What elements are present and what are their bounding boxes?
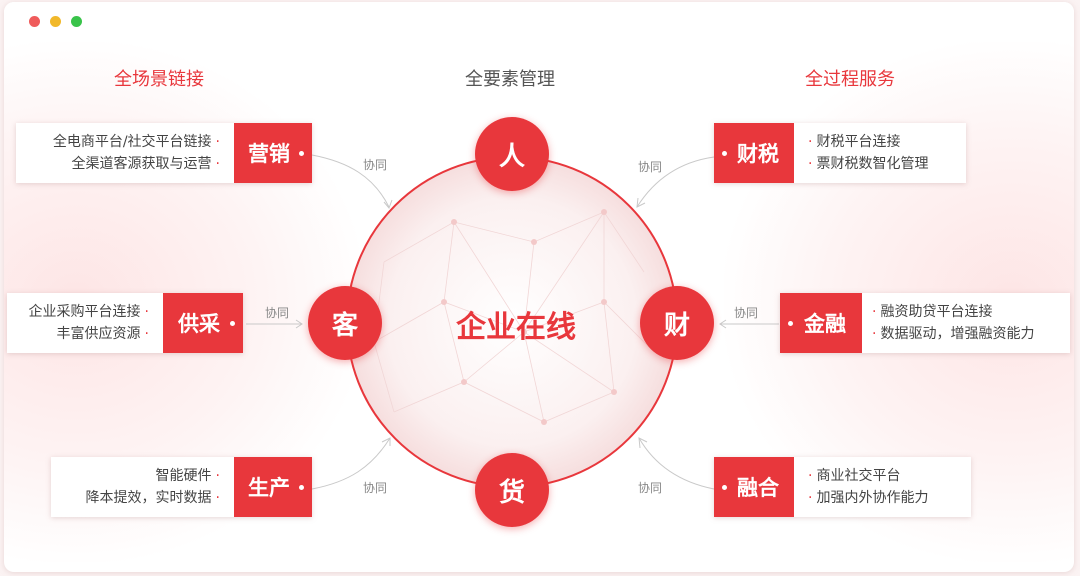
card-label-tax: 财税 (714, 123, 794, 183)
network-nodes (441, 209, 617, 425)
card-label-marketing: 营销 (234, 123, 312, 183)
card-line: 丰富供应资源 (56, 326, 141, 342)
node-finance: 财 (640, 286, 714, 360)
card-production: 智能硬件· 降本提效，实时数据· 生产 (51, 457, 312, 517)
sync-label: 协同 (638, 481, 663, 495)
title-bar (4, 2, 1074, 40)
card-line: 数据驱动，增强融资能力 (880, 326, 1035, 342)
card-label-procurement: 供采 (163, 293, 243, 353)
card-line: 降本提效，实时数据 (85, 490, 212, 506)
middle-column-title: 全要素管理 (465, 69, 555, 90)
sync-label: 协同 (363, 158, 388, 172)
card-label-finance: 金融 (780, 293, 862, 353)
card-integration: 融合 ·商业社交平台 ·加强内外协作能力 (714, 457, 971, 517)
card-label-integration: 融合 (714, 457, 794, 517)
card-line: 全电商平台/社交平台链接 (52, 134, 212, 150)
sync-label: 协同 (638, 160, 663, 174)
minimize-window-button[interactable] (50, 16, 61, 27)
node-goods: 货 (475, 453, 549, 527)
card-line: 票财税数智化管理 (816, 156, 929, 172)
sync-label: 协同 (265, 306, 290, 320)
card-line: 全渠道客源获取与运营 (71, 156, 212, 172)
card-line: 企业采购平台连接 (28, 304, 141, 320)
card-line: 智能硬件 (155, 468, 212, 484)
card-label-production: 生产 (234, 457, 312, 517)
app-window: 全场景链接 全要素管理 全过程服务 人 客 财 货 企业在线 协同 协同 协同 … (4, 2, 1074, 572)
center-title: 企业在线 (456, 310, 576, 345)
card-marketing: 全电商平台/社交平台链接· 全渠道客源获取与运营· 营销 (16, 123, 312, 183)
card-finance: 金融 ·融资助贷平台连接 ·数据驱动，增强融资能力 (780, 293, 1070, 353)
right-column-title: 全过程服务 (805, 69, 895, 90)
card-procurement: 企业采购平台连接· 丰富供应资源· 供采 (7, 293, 243, 353)
card-line: 加强内外协作能力 (816, 490, 929, 506)
left-column-title: 全场景链接 (114, 69, 204, 90)
close-window-button[interactable] (29, 16, 40, 27)
card-line: 财税平台连接 (816, 134, 901, 150)
sync-label: 协同 (734, 306, 759, 320)
maximize-window-button[interactable] (71, 16, 82, 27)
card-line: 商业社交平台 (816, 468, 901, 484)
node-people: 人 (475, 117, 549, 191)
node-customer: 客 (308, 286, 382, 360)
card-line: 融资助贷平台连接 (880, 304, 993, 320)
connector-lines (246, 154, 779, 490)
sync-label: 协同 (363, 481, 388, 495)
card-tax: 财税 ·财税平台连接 ·票财税数智化管理 (714, 123, 966, 183)
